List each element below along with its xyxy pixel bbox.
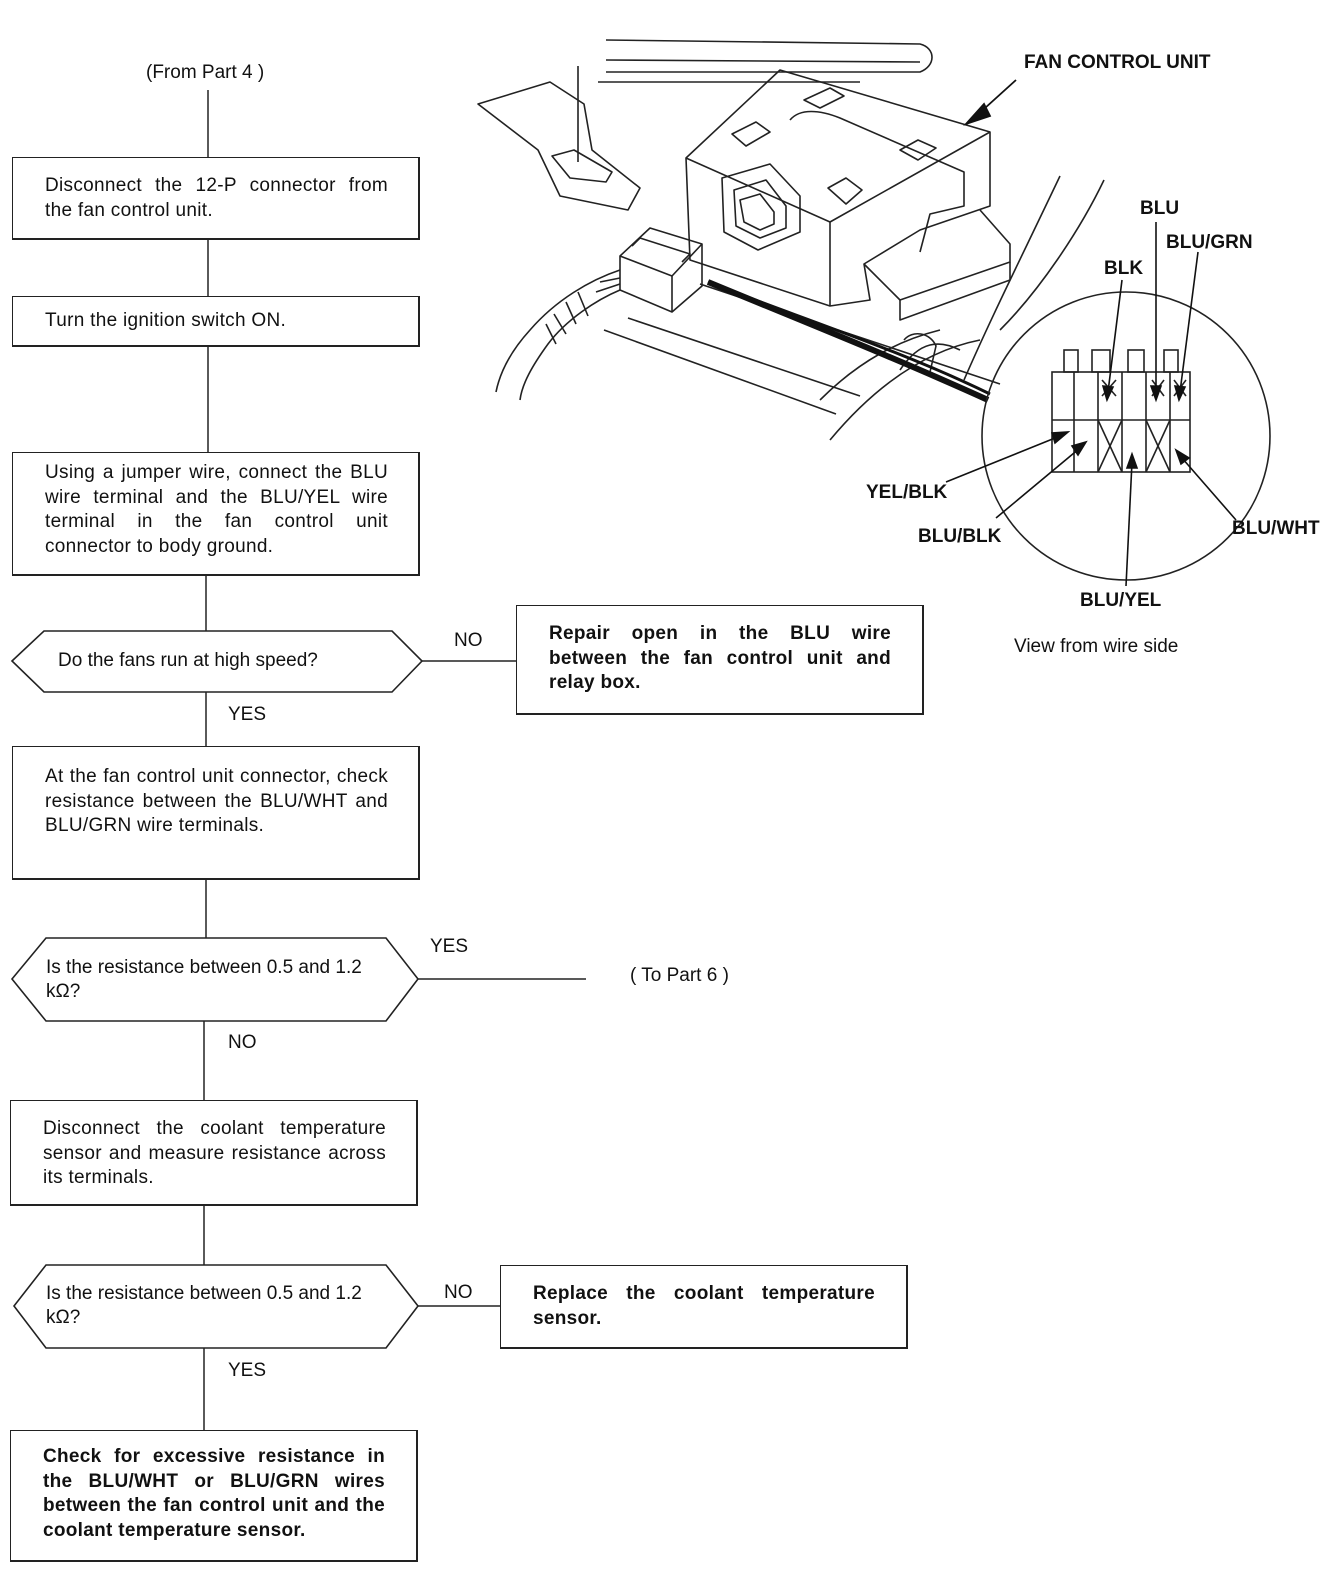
step-disconnect-sensor: Disconnect the coolant temperature senso… [10,1100,418,1206]
decision-shape-2 [10,937,420,1022]
step-check-resistance-text: At the fan control unit connector, check… [45,766,388,836]
step-disconnect-sensor-text: Disconnect the coolant temperature senso… [43,1118,386,1188]
step-jumper-wire-text: Using a jumper wire, connect the BLU wir… [45,462,388,557]
wire-label-blk: BLK [1104,258,1144,279]
wire-label-yel-blk: YEL/BLK [866,482,948,503]
q3-yes-label: YES [228,1360,267,1381]
wire-label-blu-yel: BLU/YEL [1080,590,1162,611]
q2-no-label: NO [228,1032,257,1053]
decision-fans-high-speed: Do the fans run at high speed? [58,650,318,671]
q1-no-label: NO [454,630,483,651]
wire-label-blu-grn: BLU/GRN [1166,232,1253,253]
q2-yes-label: YES [430,936,469,957]
step-ignition-on-text: Turn the ignition switch ON. [45,310,287,331]
to-part-6-label: ( To Part 6 ) [630,965,729,986]
action-repair-blu-wire-text: Repair open in the BLU wire between the … [549,623,891,693]
fan-control-unit-label: FAN CONTROL UNIT [1024,52,1211,73]
step-check-resistance: At the fan control unit connector, check… [12,746,420,880]
view-caption: View from wire side [1014,636,1179,657]
action-repair-blu-wire: Repair open in the BLU wire between the … [516,605,924,715]
wire-label-blu: BLU [1140,198,1180,219]
q3-no-label: NO [444,1282,473,1303]
step-ignition-on: Turn the ignition switch ON. [12,296,420,347]
step-disconnect-connector-text: Disconnect the 12-P connector from the f… [45,175,388,221]
final-check-text: Check for excessive resistance in the BL… [43,1446,385,1541]
wire-label-blu-blk: BLU/BLK [918,526,1002,547]
action-replace-sensor-text: Replace the coolant temperature sensor. [533,1283,875,1329]
decision-resistance-1: Is the resistance between 0.5 and 1.2 kΩ… [46,957,362,1002]
fan-control-unit-illustration [477,39,1105,441]
connector-detail [981,291,1271,581]
step-disconnect-connector: Disconnect the 12-P connector from the f… [12,157,420,240]
from-part-4-label: (From Part 4 ) [146,62,265,83]
decision-shape-1 [10,630,424,693]
action-replace-sensor: Replace the coolant temperature sensor. [500,1265,908,1349]
wire-label-blu-wht: BLU/WHT [1232,518,1320,539]
step-jumper-wire: Using a jumper wire, connect the BLU wir… [12,452,420,576]
q1-yes-label: YES [228,704,267,725]
decision-resistance-2: Is the resistance between 0.5 and 1.2 kΩ… [46,1283,362,1328]
final-check-excessive-resistance: Check for excessive resistance in the BL… [10,1430,418,1562]
decision-shape-3 [12,1264,420,1349]
